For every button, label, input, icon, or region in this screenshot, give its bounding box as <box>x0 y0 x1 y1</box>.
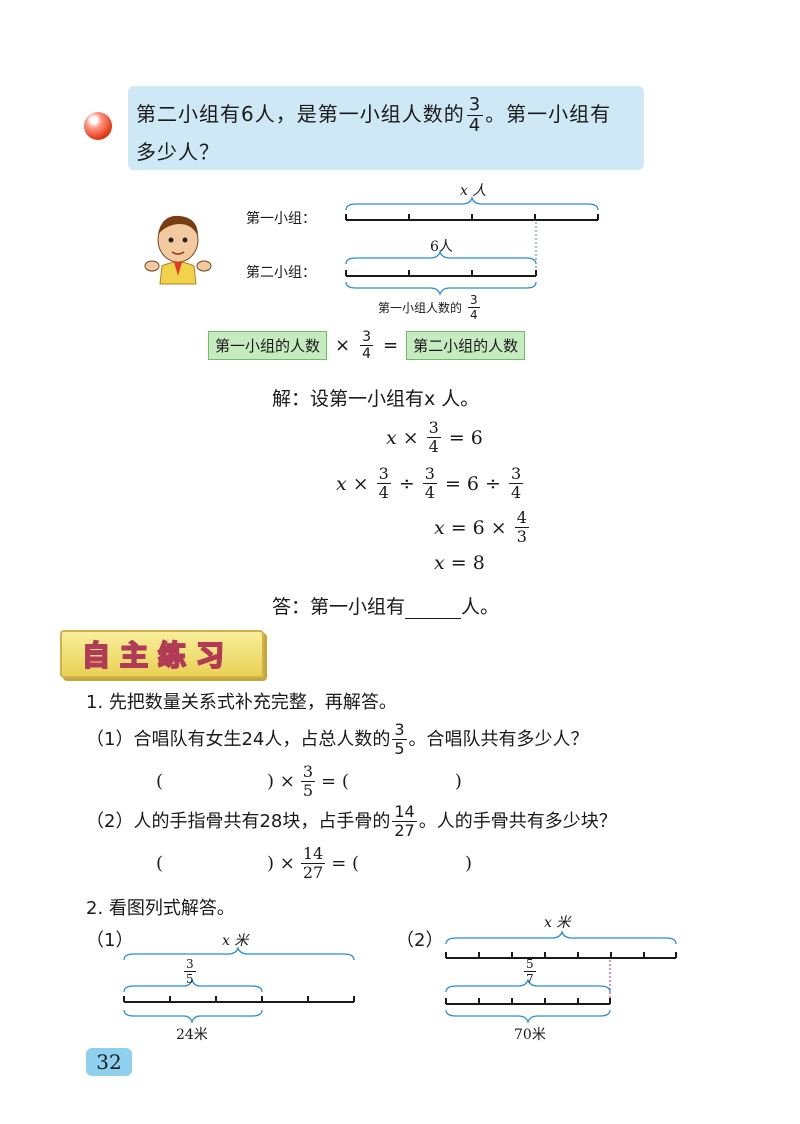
question-text-after: 。第一小组有 <box>485 102 612 126</box>
question-frac-den: 4 <box>468 115 482 136</box>
page-number: 32 <box>86 1048 132 1076</box>
answer-suffix: 人。 <box>461 596 500 618</box>
group2-label: 第二小组： <box>246 265 316 281</box>
ex1-p2-eq-num: 14 <box>300 844 326 864</box>
ex2-d1-bottom-label: 24米 <box>176 1027 208 1043</box>
mid-brace <box>345 249 537 265</box>
answer-blank[interactable] <box>405 598 462 619</box>
ex1-p2-text-after: 。人的手骨共有多少块？ <box>418 810 617 832</box>
ex1-p1-text-after: 。合唱队共有多少人？ <box>408 728 589 750</box>
bottom-frac-den: 4 <box>470 308 478 322</box>
ex1-p1-text: （1）合唱队有女生24人，占总人数的 <box>86 728 391 750</box>
ex2-d1-den: 5 <box>186 972 194 986</box>
ex2-1-top-brace <box>123 945 355 961</box>
ex2-d1-top-label: x 米 <box>222 933 249 949</box>
ex1-p1-times: ) × <box>267 770 295 792</box>
ex1-p2-equals: = ( <box>331 852 360 874</box>
ex2-d2-den: 7 <box>526 972 534 986</box>
ex2-d2-top-label: x 米 <box>544 915 571 931</box>
relation-times: × <box>335 335 351 356</box>
ex1-p1-paren-open: ( <box>156 770 164 792</box>
relation-equals: = <box>383 335 399 356</box>
answer-prefix: 答：第一小组有 <box>272 596 406 618</box>
ex1-p2-den: 27 <box>394 821 415 840</box>
section-title-tag <box>60 630 264 678</box>
ex2-1-bottom-brace <box>123 1009 263 1025</box>
question-box <box>128 86 644 170</box>
ex1-p1-eq-den: 5 <box>302 781 314 800</box>
ex2-d2-num: 5 <box>524 957 536 972</box>
equation-4: x = 8 <box>434 552 485 574</box>
section-title: 自主练习 <box>81 638 235 673</box>
relation-den: 4 <box>362 346 372 362</box>
ex2-d2-label: （2） <box>396 930 444 951</box>
ex1-p2-paren-open: ( <box>156 852 164 874</box>
ex2-2-top-brace <box>445 929 677 945</box>
ex2-d2-bottom-label: 70米 <box>514 1027 546 1043</box>
ex1-p1-paren-close: ) <box>454 770 462 792</box>
question-line2: 多少人？ <box>136 140 220 164</box>
ex1-p2-text: （2）人的手指骨共有28块，占手骨的 <box>86 810 391 832</box>
mid-brace-label: 6人 <box>430 239 453 255</box>
question-frac-num: 3 <box>466 94 484 116</box>
top-brace <box>345 195 599 211</box>
question-text-before: 第二小组有6人，是第一小组人数的 <box>136 102 465 126</box>
ex2-d1-num: 3 <box>184 957 196 972</box>
group1-label: 第一小组： <box>246 211 316 227</box>
ex1-p1-num: 3 <box>392 720 407 740</box>
bullet-ball-icon <box>84 112 112 140</box>
exercise1-title: 1. 先把数量关系式补充完整，再解答。 <box>86 692 397 713</box>
ex2-1-mid-brace <box>123 977 263 993</box>
ex1-p1-equals: = ( <box>321 770 349 792</box>
ex2-2-bottom-brace <box>445 1009 611 1025</box>
ex1-p1-eq-num: 3 <box>300 762 316 782</box>
relation-right-box: 第二小组的人数 <box>406 331 526 360</box>
solution-intro: 解：设第一小组有x 人。 <box>272 388 480 410</box>
relation-num: 3 <box>360 329 374 346</box>
ex1-p2-eq-den: 27 <box>302 863 324 882</box>
exercise2-title: 2. 看图列式解答。 <box>86 898 235 919</box>
ex1-p2-num: 14 <box>392 802 417 822</box>
ex2-d1-label: （1） <box>86 930 134 951</box>
relation-left-box: 第一小组的人数 <box>208 331 328 360</box>
bottom-brace-text: 第一小组人数的 <box>378 301 463 315</box>
ex1-p2-paren-close: ) <box>465 852 473 874</box>
ex1-p2-times: ) × <box>267 852 295 874</box>
bottom-frac-num: 3 <box>468 293 480 308</box>
top-brace-label: x 人 <box>460 183 487 199</box>
bottom-brace <box>345 281 537 297</box>
answer-line: 答：第一小组有 人。 <box>272 592 499 619</box>
boy-illustration <box>144 215 212 285</box>
ex2-2-mid-brace <box>445 977 611 993</box>
ex1-p1-den: 5 <box>394 739 405 758</box>
